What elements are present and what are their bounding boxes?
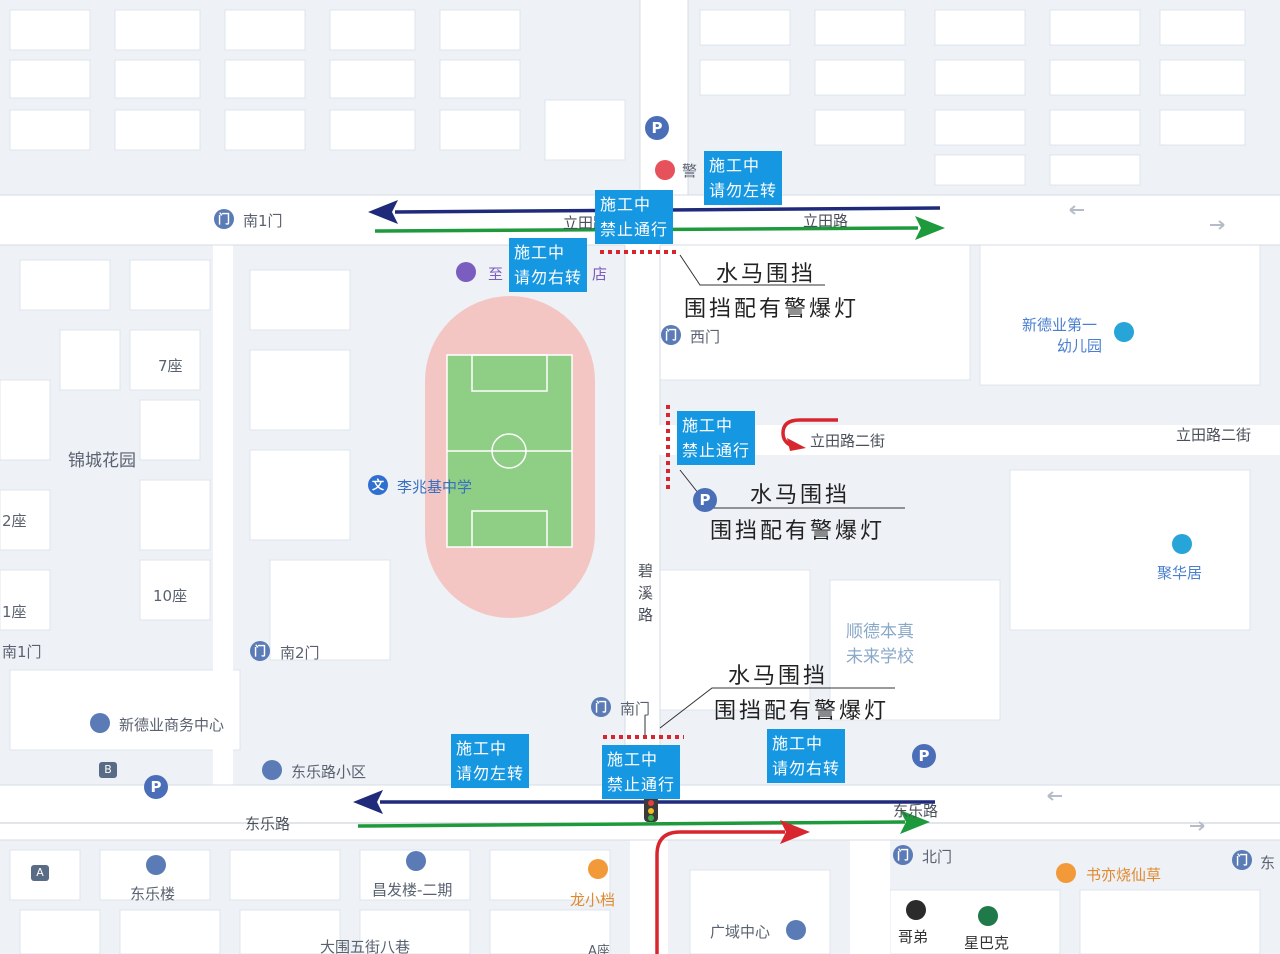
road-label-litian-er-east: 立田路二街 (1176, 426, 1252, 444)
poi-kindergarten-line2[interactable]: 幼儿园 (1057, 337, 1103, 355)
bus-stop-a-icon[interactable]: A (31, 865, 49, 881)
parking-icon[interactable]: P (693, 488, 717, 512)
poi-a-zuo: A座 (588, 944, 610, 954)
bus-stop-b-icon[interactable]: B (99, 762, 117, 778)
poi-nan1men-left[interactable]: 南1门 (2, 643, 42, 661)
poi-dongle-community[interactable]: 东乐路小区 (291, 763, 367, 781)
poi-changfa[interactable]: 昌发楼-二期 (372, 881, 453, 899)
store-icon[interactable] (456, 262, 476, 282)
sign-line2: 禁止通行 (682, 441, 751, 460)
poi-juhuaju[interactable]: 聚华居 (1157, 564, 1203, 582)
sign-line1: 施工中 (709, 156, 761, 175)
note-barrier-3-line2: 围挡配有警爆灯 (714, 699, 890, 724)
road-label-dongle-west: 东乐路 (245, 815, 291, 833)
sign-bottom-no-passage: 施工中 禁止通行 (602, 745, 681, 799)
poi-zuo10: 10座 (153, 587, 188, 605)
sign-top-no-right-turn: 施工中 请勿右转 (509, 238, 588, 292)
sign-line2: 禁止通行 (600, 220, 669, 239)
gate-icon[interactable]: 门 (250, 641, 270, 661)
police-pin-icon[interactable] (655, 160, 675, 180)
u-turn-arrow-mid (781, 418, 838, 451)
poi-dongle-lou[interactable]: 东乐楼 (130, 885, 176, 903)
gate-icon[interactable]: 门 (591, 697, 611, 717)
sign-line2: 请勿左转 (709, 181, 778, 200)
gate-icon[interactable]: 门 (661, 325, 681, 345)
poi-guangyu[interactable]: 广域中心 (710, 923, 771, 941)
parking-icon[interactable]: P (912, 744, 936, 768)
sign-line1: 施工中 (514, 243, 566, 262)
gate-icon[interactable]: 门 (1232, 850, 1252, 870)
sign-bottom-no-left-turn: 施工中 请勿左转 (451, 734, 530, 788)
sign-mid-no-passage: 施工中 禁止通行 (677, 411, 756, 465)
parking-icon[interactable]: P (645, 116, 669, 140)
house-icon[interactable] (406, 851, 426, 871)
starbucks-icon[interactable] (978, 906, 998, 926)
sign-line1: 施工中 (682, 416, 734, 435)
school-icon[interactable]: 文 (368, 475, 388, 495)
poi-zuo7: 7座 (158, 357, 183, 375)
sign-line1: 施工中 (456, 739, 508, 758)
road-label-litian-er-center: 立田路二街 (810, 432, 886, 450)
poi-shuyi[interactable]: 书亦烧仙草 (1086, 866, 1162, 884)
office-icon[interactable] (90, 713, 110, 733)
poi-nan2men[interactable]: 南2门 (280, 644, 320, 662)
note-barrier-1-line2: 围挡配有警爆灯 (684, 297, 860, 322)
sign-line1: 施工中 (607, 750, 659, 769)
sign-line2: 请勿右转 (514, 268, 583, 287)
poi-nan1men-top[interactable]: 南1门 (243, 212, 283, 230)
building-icon[interactable] (1172, 534, 1192, 554)
building-icon[interactable] (786, 920, 806, 940)
sign-line1: 施工中 (772, 734, 824, 753)
sign-bottom-no-right-turn: 施工中 请勿右转 (767, 729, 846, 783)
road-label-dongle-east: 东乐路 (893, 802, 939, 820)
detour-arrow-bottom (655, 820, 810, 954)
note-barrier-1-line1: 水马围挡 (716, 262, 817, 287)
gate-icon[interactable]: 门 (214, 209, 234, 229)
poi-business-center[interactable]: 新德业商务中心 (119, 716, 225, 734)
sign-top-no-passage: 施工中 禁止通行 (595, 190, 674, 244)
sign-line2: 请勿左转 (456, 764, 525, 783)
poi-dawei[interactable]: 大围五街八巷 (320, 938, 411, 954)
poi-zhi-store[interactable]: 至 (488, 265, 504, 283)
poi-gedi[interactable]: 哥弟 (898, 928, 929, 946)
poi-shunde-school-line1[interactable]: 顺德本真 (846, 622, 914, 642)
road-label-bixi: 碧溪路 (638, 562, 654, 624)
house-icon[interactable] (262, 760, 282, 780)
sign-line2: 请勿右转 (772, 759, 841, 778)
gate-icon[interactable]: 门 (893, 845, 913, 865)
poi-lizhaoji-school[interactable]: 李兆基中学 (397, 478, 473, 496)
poi-zuo2: 2座 (2, 512, 27, 530)
poi-jincheng[interactable]: 锦城花园 (68, 451, 136, 471)
poi-starbucks[interactable]: 星巴克 (964, 934, 1010, 952)
poi-beimen[interactable]: 北门 (922, 848, 953, 866)
poi-shunde-school-line2[interactable]: 未来学校 (846, 647, 914, 667)
poi-ximen[interactable]: 西门 (690, 328, 721, 346)
poi-nanmen[interactable]: 南门 (620, 700, 651, 718)
note-barrier-2-line1: 水马围挡 (750, 483, 851, 508)
poi-store-tail[interactable]: 店 (592, 265, 608, 283)
kindergarten-icon[interactable] (1114, 322, 1134, 342)
poi-jing[interactable]: 警 (682, 162, 698, 180)
restaurant-icon[interactable] (588, 859, 608, 879)
house-icon[interactable] (146, 855, 166, 875)
poi-kindergarten-line1[interactable]: 新德业第一 (1022, 316, 1098, 334)
parking-icon[interactable]: P (144, 775, 168, 799)
eastbound-arrow-bottom (357, 810, 930, 834)
note-barrier-3-line1: 水马围挡 (728, 664, 829, 689)
road-label-litian-east: 立田路 (803, 212, 849, 230)
barrier-dots (600, 250, 684, 739)
sign-top-no-left-turn: 施工中 请勿左转 (704, 151, 783, 205)
tea-shop-icon[interactable] (1056, 863, 1076, 883)
note-barrier-2-line2: 围挡配有警爆灯 (710, 519, 886, 544)
poi-zuo1: 1座 (2, 603, 27, 621)
poi-longxiaodang[interactable]: 龙小档 (570, 891, 616, 909)
sign-line2: 禁止通行 (607, 775, 676, 794)
shop-logo-icon[interactable] (906, 900, 926, 920)
sign-line1: 施工中 (600, 195, 652, 214)
poi-east-edge[interactable]: 东 (1260, 854, 1276, 872)
